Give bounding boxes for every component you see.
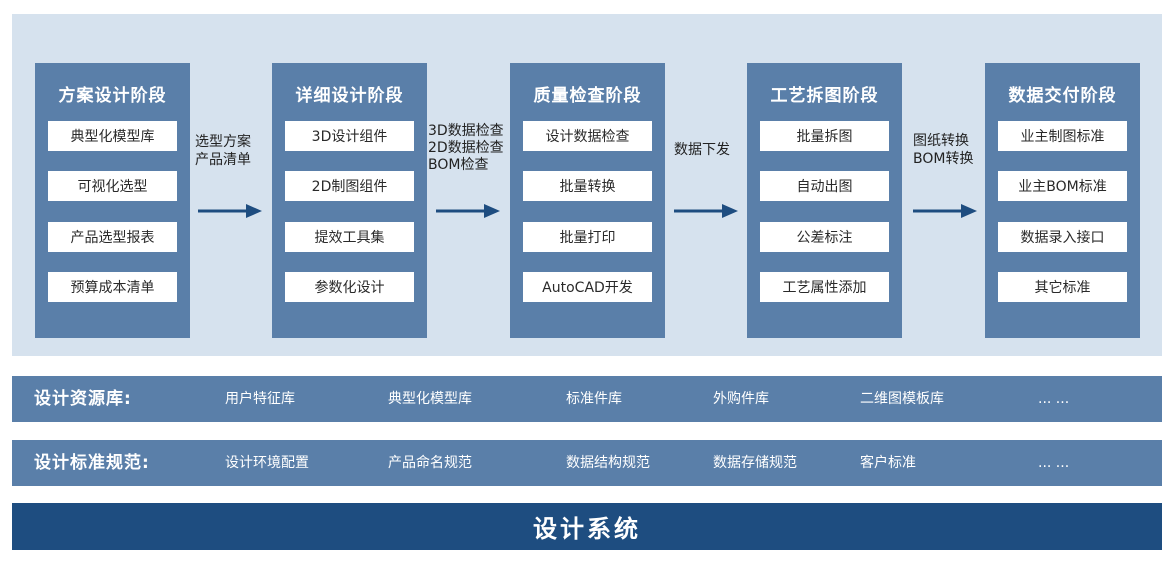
connector-label-1: 选型方案 产品清单 [195,133,251,169]
stage-item: 其它标准 [998,272,1127,302]
band-title: 设计资源库: [34,389,132,409]
band-item: 设计环境配置 [225,455,309,471]
band-title: 设计标准规范: [34,453,150,473]
band-item: 产品命名规范 [388,455,472,471]
stage-item: 预算成本清单 [48,272,177,302]
stage-item: 公差标注 [760,222,889,252]
band-item: 数据结构规范 [566,455,650,471]
stage-detailed-design: 详细设计阶段 3D设计组件 2D制图组件 提效工具集 参数化设计 [272,63,427,338]
stage-process-breakdown: 工艺拆图阶段 批量拆图 自动出图 公差标注 工艺属性添加 [747,63,902,338]
band-item: ... ... [1038,455,1070,471]
band-item: 标准件库 [566,391,622,407]
stage-item: 2D制图组件 [285,171,414,201]
stage-item: 批量打印 [523,222,652,252]
stage-item: 设计数据检查 [523,121,652,151]
arrow-right-icon [674,204,738,218]
stage-data-delivery: 数据交付阶段 业主制图标准 业主BOM标准 数据录入接口 其它标准 [985,63,1140,338]
band-item: 二维图模板库 [860,391,944,407]
design-standards-band: 设计标准规范: 设计环境配置 产品命名规范 数据结构规范 数据存储规范 客户标准… [12,440,1162,486]
workflow-panel: 方案设计阶段 典型化模型库 可视化选型 产品选型报表 预算成本清单 选型方案 产… [12,14,1162,356]
stage-item: AutoCAD开发 [523,272,652,302]
system-title: 设计系统 [533,515,641,543]
band-item: 客户标准 [860,455,916,471]
stage-item: 可视化选型 [48,171,177,201]
stage-item: 参数化设计 [285,272,414,302]
connector-line: BOM转换 [913,151,974,167]
arrow-right-icon [913,204,977,218]
stage-item: 3D设计组件 [285,121,414,151]
stage-item: 产品选型报表 [48,222,177,252]
stage-item: 提效工具集 [285,222,414,252]
band-item: 典型化模型库 [388,391,472,407]
band-item: ... ... [1038,391,1070,407]
stage-scheme-design: 方案设计阶段 典型化模型库 可视化选型 产品选型报表 预算成本清单 [35,63,190,338]
stage-item: 业主BOM标准 [998,171,1127,201]
design-system-bar: 设计系统 [12,503,1162,550]
band-item: 数据存储规范 [713,455,797,471]
stage-item: 典型化模型库 [48,121,177,151]
stage-item: 工艺属性添加 [760,272,889,302]
stage-item: 自动出图 [760,171,889,201]
connector-line: 产品清单 [195,152,251,168]
arrow-right-icon [198,204,262,218]
stage-title: 详细设计阶段 [295,86,404,106]
stage-title: 方案设计阶段 [58,86,167,106]
stage-title: 工艺拆图阶段 [770,86,879,106]
connector-line: 图纸转换 [913,133,969,149]
connector-label-4: 图纸转换 BOM转换 [913,132,973,168]
connector-line: 2D数据检查 [428,140,504,156]
resource-library-band: 设计资源库: 用户特征库 典型化模型库 标准件库 外购件库 二维图模板库 ...… [12,376,1162,422]
stage-item: 数据录入接口 [998,222,1127,252]
connector-line: 3D数据检查 [428,123,504,139]
stage-item: 业主制图标准 [998,121,1127,151]
stage-quality-check: 质量检查阶段 设计数据检查 批量转换 批量打印 AutoCAD开发 [510,63,665,338]
connector-line: 数据下发 [674,142,730,158]
stage-item: 批量拆图 [760,121,889,151]
arrow-right-icon [436,204,500,218]
connector-line: 选型方案 [195,134,251,150]
connector-label-2: 3D数据检查 2D数据检查 BOM检查 [428,123,504,174]
stage-title: 数据交付阶段 [1008,86,1117,106]
band-item: 外购件库 [713,391,769,407]
band-item: 用户特征库 [225,391,295,407]
stage-title: 质量检查阶段 [533,86,642,106]
connector-line: BOM检查 [428,157,489,173]
connector-label-3: 数据下发 [674,141,730,159]
stage-item: 批量转换 [523,171,652,201]
